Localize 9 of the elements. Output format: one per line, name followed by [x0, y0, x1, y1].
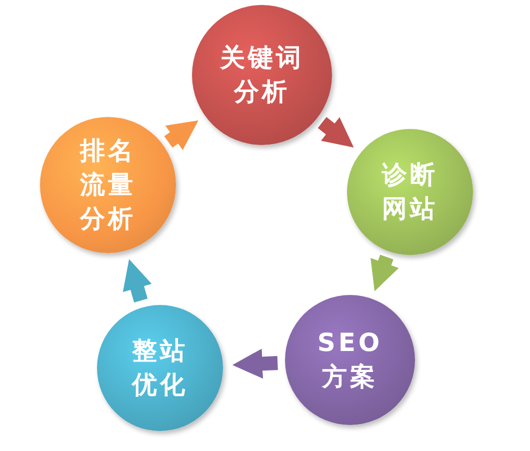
- arrow: [318, 117, 354, 148]
- node-label: 诊断网站: [380, 159, 439, 225]
- node-label: 关键词分析: [220, 42, 304, 108]
- node-label: 排名流量分析: [78, 135, 137, 235]
- arrow: [232, 348, 278, 379]
- arrow: [370, 254, 399, 292]
- node-label: 整站优化: [130, 335, 189, 401]
- node-label: SEO方案: [316, 327, 384, 393]
- arrow: [164, 120, 198, 150]
